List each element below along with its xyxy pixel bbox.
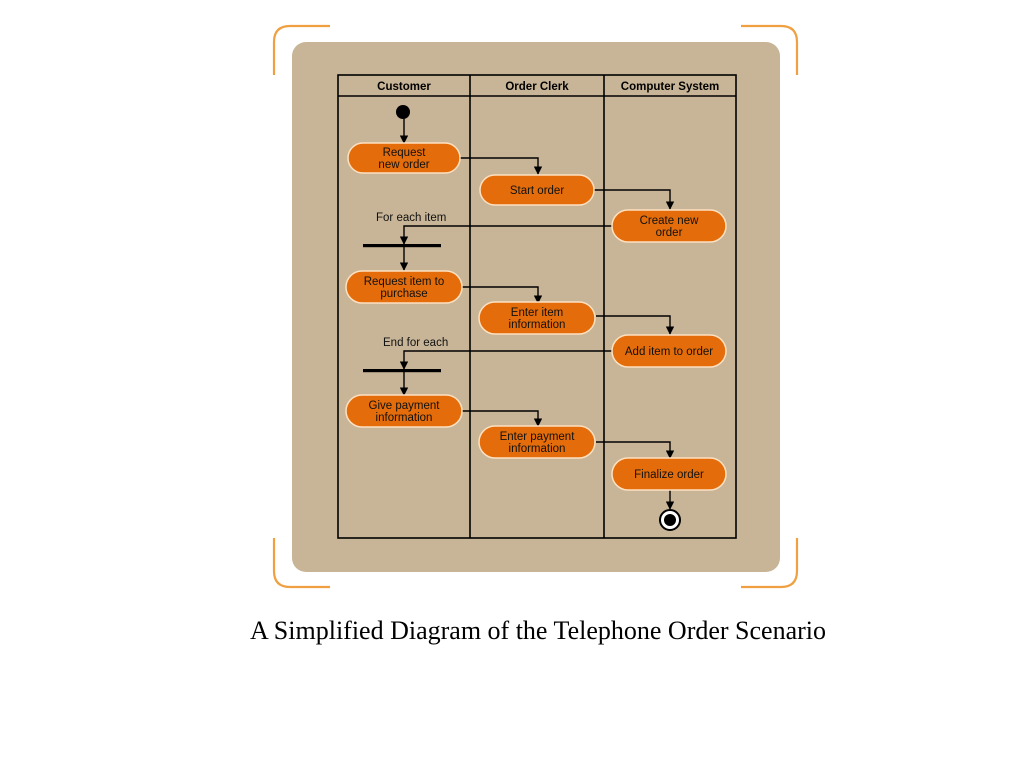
- activity-finalize-order: Finalize order: [611, 457, 727, 491]
- final-node: [659, 509, 681, 531]
- activity-label: new order: [378, 159, 429, 171]
- activity-shape: [345, 270, 463, 304]
- activity-label: information: [509, 319, 566, 331]
- lane-header-order-clerk: Order Clerk: [505, 81, 569, 93]
- frame-corner-top-left: [272, 24, 330, 75]
- swimlane-headers: Customer Order Clerk Computer System: [377, 81, 719, 93]
- connector-add-to-join: [399, 350, 612, 370]
- activity-label: Request item to: [364, 276, 445, 288]
- activity-label: Enter payment: [500, 431, 576, 443]
- connectors: [399, 118, 675, 510]
- activity-shape: [611, 334, 727, 368]
- initial-node: [396, 105, 410, 119]
- activity-shape: [611, 209, 727, 243]
- activity-label: Give payment: [369, 400, 441, 412]
- label-for-each-item: For each item: [376, 212, 446, 224]
- activity-shape: [611, 457, 727, 491]
- activity-label: purchase: [380, 288, 427, 300]
- activity-label: information: [376, 412, 433, 424]
- connector-payment-to-enter-payment: [462, 410, 543, 427]
- activity-shape: [345, 394, 463, 428]
- activity-shape: [478, 425, 596, 459]
- sync-bar-for-each-item: [363, 244, 441, 248]
- activity-label: order: [656, 227, 683, 239]
- connector-request-item-to-enter: [462, 286, 543, 304]
- swimlane-grid: [337, 74, 737, 539]
- activity-label: Request: [383, 147, 427, 159]
- decorative-frame: [272, 24, 799, 589]
- activity-label: Start order: [510, 185, 564, 197]
- lane-header-customer: Customer: [377, 81, 431, 93]
- activity-label: Finalize order: [634, 469, 704, 481]
- activity-label: Create new: [640, 215, 700, 227]
- activity-diagram: Customer Order Clerk Computer System: [272, 24, 799, 589]
- activity-label: Add item to order: [625, 346, 713, 358]
- label-end-for-each: End for each: [383, 337, 448, 349]
- frame-corner-bottom-right: [741, 538, 799, 589]
- connector-create-to-fork: [399, 225, 612, 245]
- frame-corner-top-right: [741, 24, 799, 75]
- activity-shape: [478, 301, 596, 335]
- activity-add-item-to-order: Add item to order: [611, 334, 727, 368]
- activity-label: information: [509, 443, 566, 455]
- slide-caption: A Simplified Diagram of the Telephone Or…: [249, 616, 827, 645]
- sync-bar-end-for-each: [363, 369, 441, 373]
- frame-corner-bottom-left: [272, 538, 330, 589]
- activity-label: Enter item: [511, 307, 563, 319]
- connector-start-to-create: [594, 189, 675, 210]
- swimlane-border: [337, 74, 737, 539]
- lane-header-computer-system: Computer System: [621, 81, 719, 93]
- connector-enter-to-add: [596, 315, 675, 335]
- connector-request-to-start: [460, 157, 543, 175]
- activity-shape: [479, 174, 595, 206]
- connector-enter-payment-to-finalize: [596, 441, 675, 459]
- activity-shape: [347, 142, 461, 174]
- activity-start-order: Start order: [479, 174, 595, 206]
